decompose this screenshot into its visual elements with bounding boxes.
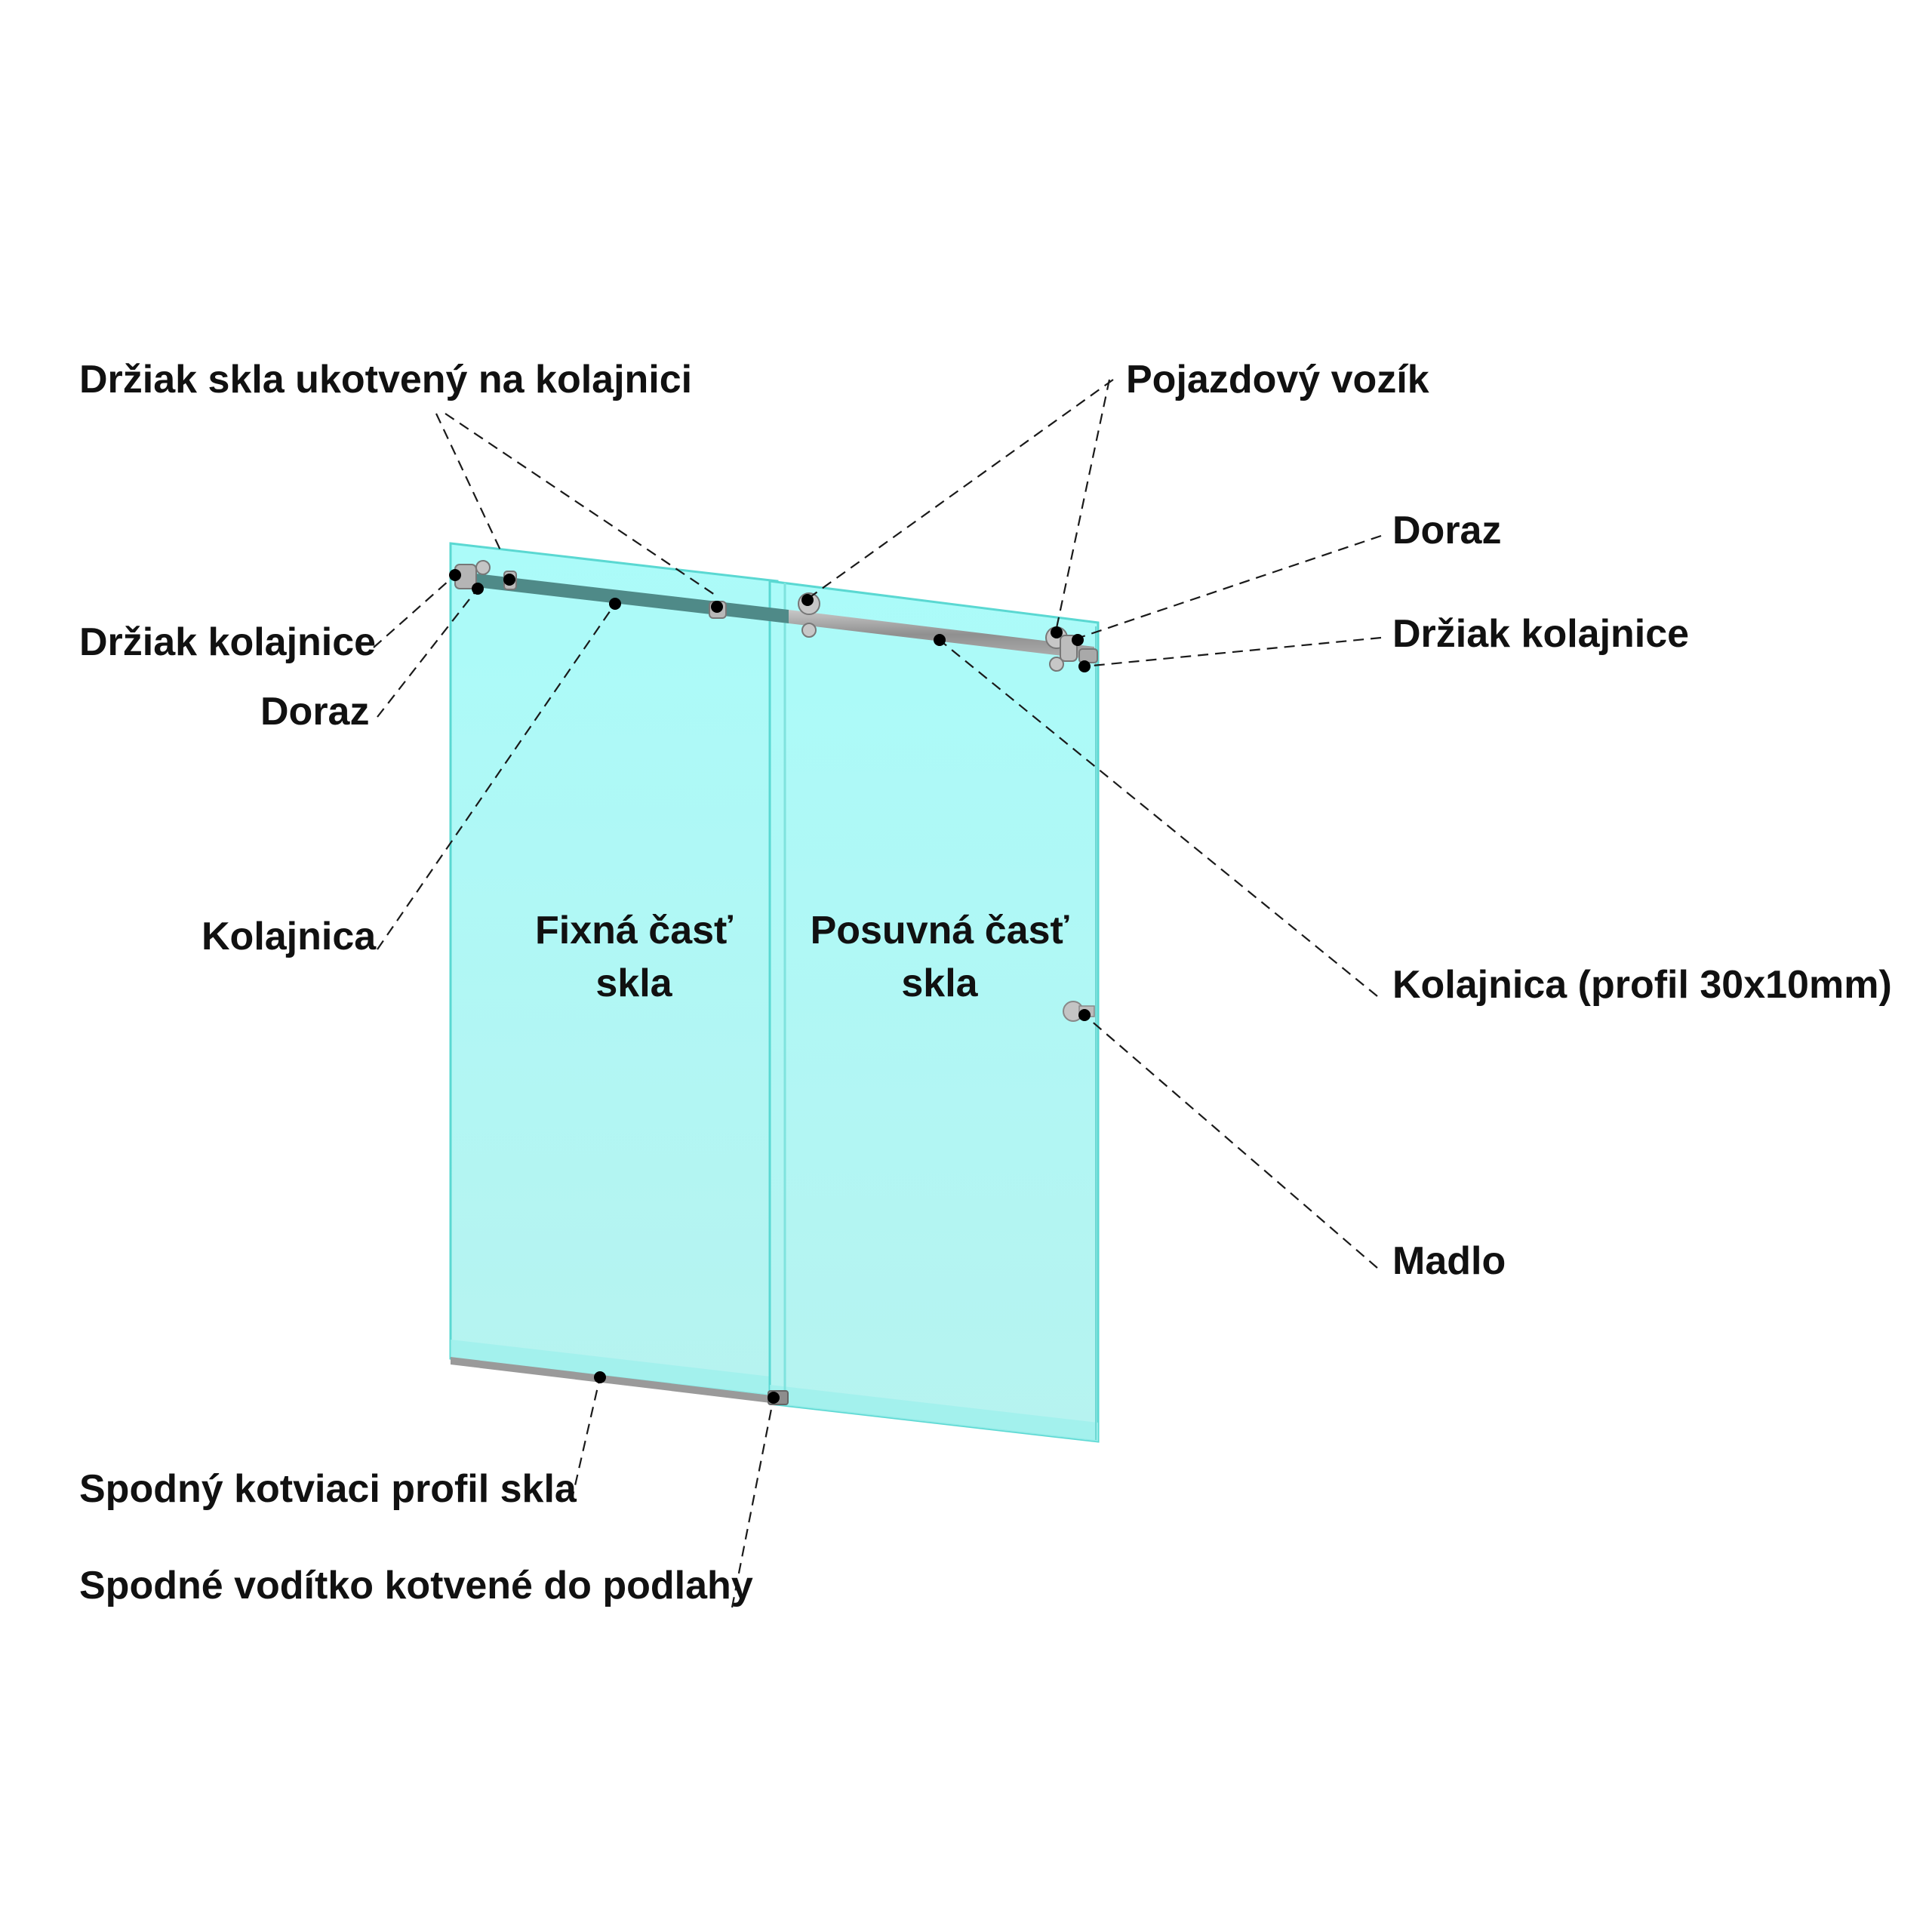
dot-glass-holder-2 [711,601,723,613]
label-rail-holder-right: Držiak kolajnice [1392,612,1689,656]
dot-handle [1078,1009,1091,1021]
dot-stop-right [1072,634,1084,646]
label-glass-holder-on-rail: Držiak skla ukotvený na kolajnici [79,358,692,401]
label-rail-left: Kolajnica [202,915,377,958]
leader-lines [373,379,1382,1608]
sliding-pane-label-line1: Posuvná časť [811,909,1069,952]
dot-rail-profile [934,634,946,646]
dot-carriage-right [1051,626,1063,638]
dot-stop-left [472,583,484,595]
dot-rail-left [609,598,621,610]
dot-bottom-guide [768,1392,780,1404]
dot-bottom-profile [594,1371,606,1383]
sliding-pane-label-line2: skla [901,961,978,1005]
dot-rail-holder-right [1078,660,1091,672]
dot-rail-holder-left [449,569,461,581]
fixed-pane-label-line1: Fixná časť [535,909,733,952]
dot-glass-holder-1 [503,574,515,586]
label-bottom-guide: Spodné vodítko kotvené do podlahy [79,1564,753,1607]
dot-carriage-left [801,594,814,606]
fixed-pane-label-line2: skla [595,961,672,1005]
label-carriage: Pojazdový vozík [1126,358,1429,401]
bottom-profile [451,1357,777,1404]
label-stop-left: Doraz [260,690,369,734]
anchor-dots [449,569,1091,1404]
label-rail-holder-left: Držiak kolajnice [79,620,376,664]
label-handle: Madlo [1392,1239,1506,1283]
label-stop-right: Doraz [1392,509,1501,552]
sliding-glass-pane [768,580,1100,1443]
label-bottom-profile: Spodný kotviaci profil skla [79,1467,577,1511]
label-rail-profile: Kolajnica (profil 30x10mm) [1392,963,1892,1007]
left-rail-holder [454,560,517,590]
